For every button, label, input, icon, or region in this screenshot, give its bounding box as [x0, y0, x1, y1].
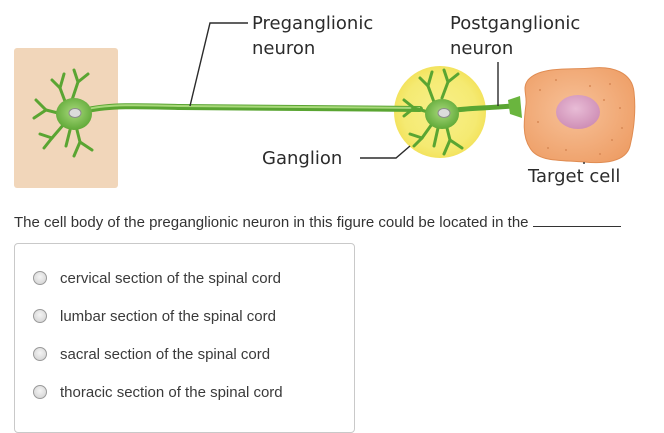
choice-label: lumbar section of the spinal cord: [60, 307, 276, 325]
choice-lumbar[interactable]: lumbar section of the spinal cord: [33, 304, 276, 328]
radio-button[interactable]: [33, 309, 47, 323]
answer-choices: cervical section of the spinal cord lumb…: [14, 243, 355, 433]
choice-sacral[interactable]: sacral section of the spinal cord: [33, 342, 270, 366]
choice-label: sacral section of the spinal cord: [60, 345, 271, 363]
choice-label: thoracic section of the spinal cord: [60, 383, 283, 401]
choice-label: cervical section of the spinal cord: [60, 269, 281, 287]
preganglionic-label-line1: Preganglionic: [252, 13, 373, 34]
choice-cervical[interactable]: cervical section of the spinal cord: [33, 266, 281, 290]
answer-blank: [532, 212, 621, 227]
preganglionic-label-line2: neuron: [252, 38, 315, 59]
target-cell: [523, 67, 636, 164]
autonomic-pathway-diagram: Preganglionic neuron Postganglionic neur…: [14, 13, 636, 188]
question-text: The cell body of the preganglionic neuro…: [14, 214, 529, 231]
ganglion-leader: [360, 145, 411, 159]
question-prompt: The cell body of the preganglionic neuro…: [14, 212, 664, 231]
radio-button[interactable]: [33, 385, 47, 399]
postganglionic-label-line2: neuron: [450, 38, 513, 59]
choice-thoracic[interactable]: thoracic section of the spinal cord: [33, 380, 283, 404]
ganglion-label: Ganglion: [262, 148, 342, 169]
radio-button[interactable]: [33, 271, 47, 285]
target-cell-label: Target cell: [527, 166, 620, 187]
postganglionic-neuron: [402, 68, 522, 156]
radio-button[interactable]: [33, 347, 47, 361]
preganglionic-neuron: [32, 68, 423, 158]
postganglionic-label-line1: Postganglionic: [450, 13, 580, 34]
preganglionic-leader: [189, 22, 248, 107]
